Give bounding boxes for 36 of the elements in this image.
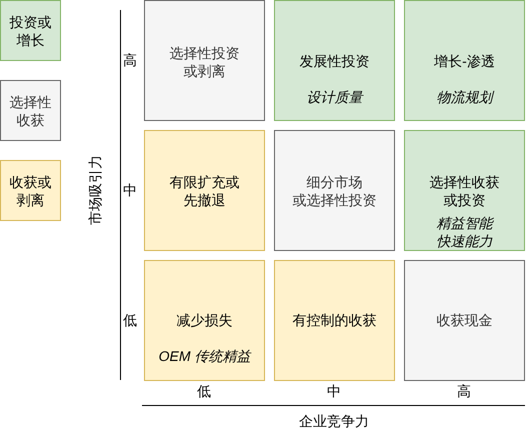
strategy-label: 收获现金 (436, 311, 492, 329)
axis-title: 市场吸引力 (86, 155, 104, 225)
matrix-cell (404, 130, 525, 251)
legend-box (0, 80, 61, 141)
matrix-cell (144, 130, 265, 251)
axis-tick-label: 低 (123, 311, 137, 329)
axis-tick-label: 高 (457, 382, 471, 400)
matrix-cell (144, 260, 265, 381)
axis-tick-label: 高 (123, 51, 137, 69)
category-label: 收获或剥离 (10, 173, 52, 209)
example-note: OEM 传统精益 (158, 347, 250, 365)
strategy-label: 有限扩充或先撤退 (170, 173, 240, 209)
matrix-cell (274, 260, 395, 381)
matrix-cell (274, 0, 395, 121)
legend-box (0, 160, 61, 221)
matrix-cell (144, 0, 265, 121)
category-label: 选择性收获 (10, 93, 52, 129)
strategy-label: 增长-渗透 (434, 52, 495, 70)
axis-title: 企业竞争力 (299, 412, 369, 430)
strategy-label: 减少损失 (176, 311, 232, 329)
axis-tick-label: 低 (197, 382, 211, 400)
example-note: 物流规划 (436, 88, 492, 106)
legend-box (0, 0, 61, 61)
example-note: 设计质量 (306, 88, 362, 106)
strategy-label: 发展性投资 (300, 52, 370, 70)
axis-tick-label: 中 (123, 181, 137, 199)
strategy-label: 选择性投资或剥离 (170, 44, 240, 80)
category-label: 投资或增长 (10, 13, 52, 49)
strategy-label: 有控制的收获 (292, 311, 376, 329)
strategy-label: 选择性收获或投资 (430, 173, 500, 209)
axis-tick-label: 中 (327, 382, 341, 400)
example-note: 精益智能快速能力 (436, 214, 492, 250)
matrix-cell (274, 130, 395, 251)
strategy-label: 细分市场或选择性投资 (292, 173, 376, 209)
matrix-cell (404, 260, 525, 381)
matrix-cell (404, 0, 525, 121)
